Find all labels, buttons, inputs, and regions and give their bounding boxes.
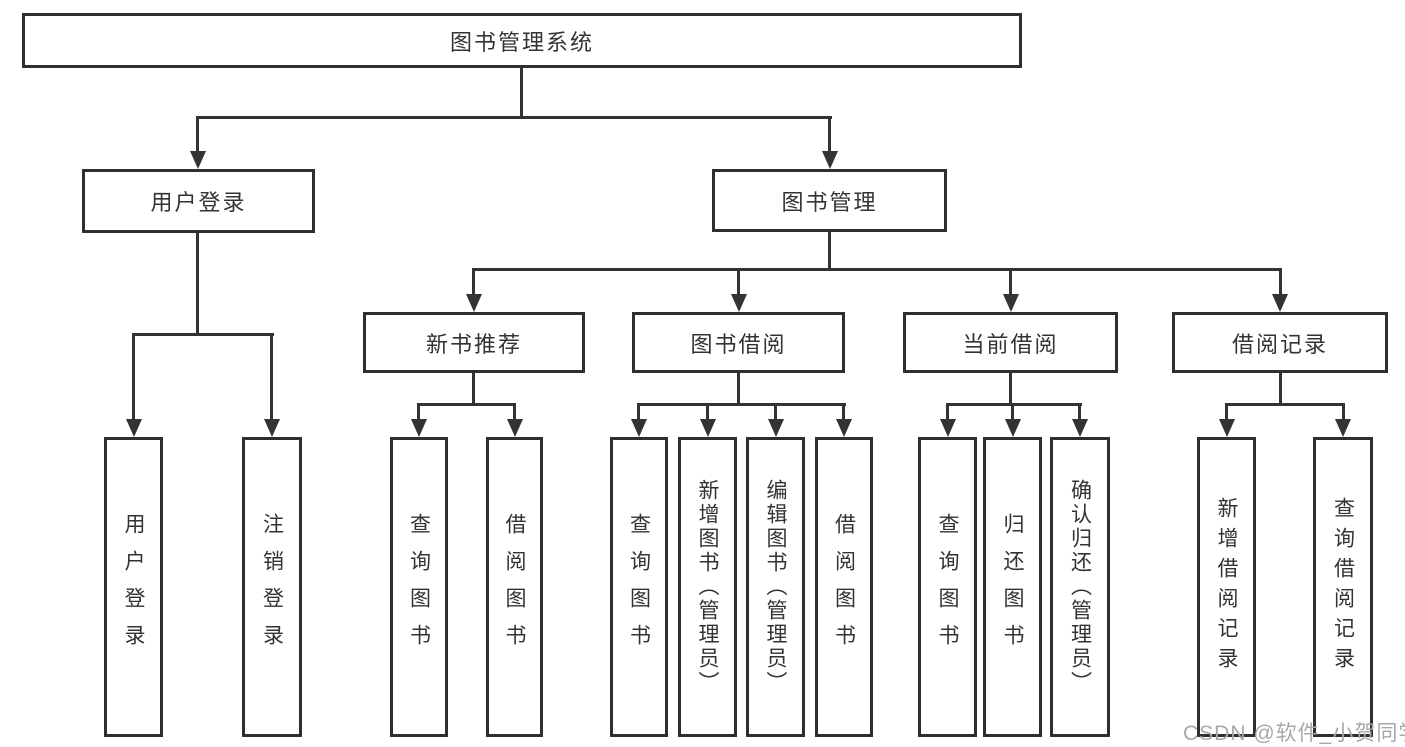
leaf-label: 查询借阅记录 [1331, 497, 1355, 677]
arrow-down-icon [507, 419, 523, 437]
arrow-down-icon [1005, 419, 1021, 437]
connector-line [1078, 403, 1081, 419]
arrow-down-icon [190, 151, 206, 169]
connector-line [1342, 403, 1345, 419]
connector-line [706, 403, 709, 419]
connector-line [1009, 373, 1012, 405]
arrow-down-icon [1003, 294, 1019, 312]
leaf-label: 查询图书 [936, 513, 959, 661]
arrow-down-icon [731, 294, 747, 312]
node-new-book-recommend: 新书推荐 [363, 312, 585, 373]
connector-line [1011, 403, 1014, 419]
watermark: CSDN @软件_小贺同学 [1183, 722, 1405, 745]
connector-line [1225, 403, 1228, 419]
arrow-down-icon [1072, 419, 1088, 437]
arrow-down-icon [836, 419, 852, 437]
connector-line [513, 403, 516, 419]
connector-line [946, 403, 1082, 406]
connector-line [1279, 268, 1282, 294]
leaf-query-borrow-record: 查询借阅记录 [1313, 437, 1373, 737]
leaf-query-books-current: 查询图书 [918, 437, 977, 737]
arrow-down-icon [1272, 294, 1288, 312]
connector-line [196, 116, 832, 119]
leaf-label: 借阅图书 [832, 513, 856, 661]
connector-line [196, 233, 199, 335]
arrow-down-icon [768, 419, 784, 437]
leaf-label: 归还图书 [1001, 513, 1024, 661]
node-user-login: 用户登录 [82, 169, 315, 233]
arrow-down-icon [822, 151, 838, 169]
leaf-query-books-recommend: 查询图书 [390, 437, 448, 737]
node-book-management: 图书管理 [712, 169, 947, 232]
leaf-borrow-books-recommend: 借阅图书 [486, 437, 543, 737]
node-borrow-records: 借阅记录 [1172, 312, 1388, 373]
arrow-down-icon [700, 419, 716, 437]
arrow-down-icon [264, 419, 280, 437]
leaf-query-books-borrow: 查询图书 [610, 437, 668, 737]
arrow-down-icon [940, 419, 956, 437]
leaf-label: 新增图书（管理员） [696, 479, 719, 695]
connector-line [842, 403, 845, 419]
arrow-down-icon [411, 419, 427, 437]
arrow-down-icon [466, 294, 482, 312]
connector-line [132, 333, 135, 419]
connector-line [417, 403, 420, 419]
connector-line [196, 116, 199, 151]
connector-line [417, 403, 516, 406]
node-library-management-system: 图书管理系统 [22, 13, 1022, 68]
connector-line [737, 373, 740, 405]
leaf-borrow-books: 借阅图书 [815, 437, 873, 737]
arrow-down-icon [631, 419, 647, 437]
connector-line [946, 403, 949, 419]
connector-line [270, 333, 273, 419]
connector-line [828, 232, 831, 270]
leaf-label: 查询图书 [407, 513, 431, 661]
connector-line [1279, 373, 1282, 405]
leaf-logout: 注销登录 [242, 437, 302, 737]
connector-line [472, 373, 475, 405]
arrow-down-icon [126, 419, 142, 437]
leaf-label: 查询图书 [627, 513, 651, 661]
connector-line [637, 403, 846, 406]
leaf-label: 确认归还（管理员） [1068, 479, 1092, 695]
connector-line [520, 68, 523, 118]
leaf-label: 新增借阅记录 [1215, 497, 1238, 677]
connector-line [1225, 403, 1345, 406]
node-current-borrow: 当前借阅 [903, 312, 1118, 373]
connector-line [1009, 268, 1012, 294]
connector-line [774, 403, 777, 419]
connector-line [472, 268, 1282, 271]
leaf-return-books: 归还图书 [983, 437, 1042, 737]
leaf-add-borrow-record: 新增借阅记录 [1197, 437, 1256, 737]
connector-line [472, 268, 475, 294]
connector-line [132, 333, 274, 336]
leaf-edit-book-admin: 编辑图书（管理员） [746, 437, 805, 737]
leaf-label: 借阅图书 [503, 513, 526, 661]
node-book-borrow: 图书借阅 [632, 312, 845, 373]
leaf-label: 用户登录 [122, 513, 145, 661]
leaf-user-login: 用户登录 [104, 437, 163, 737]
leaf-add-book-admin: 新增图书（管理员） [678, 437, 737, 737]
arrow-down-icon [1335, 419, 1351, 437]
leaf-label: 编辑图书（管理员） [764, 479, 787, 695]
leaf-label: 注销登录 [260, 513, 284, 661]
connector-line [828, 116, 831, 151]
connector-line [737, 268, 740, 294]
leaf-confirm-return-admin: 确认归还（管理员） [1050, 437, 1110, 737]
arrow-down-icon [1219, 419, 1235, 437]
connector-line [637, 403, 640, 419]
